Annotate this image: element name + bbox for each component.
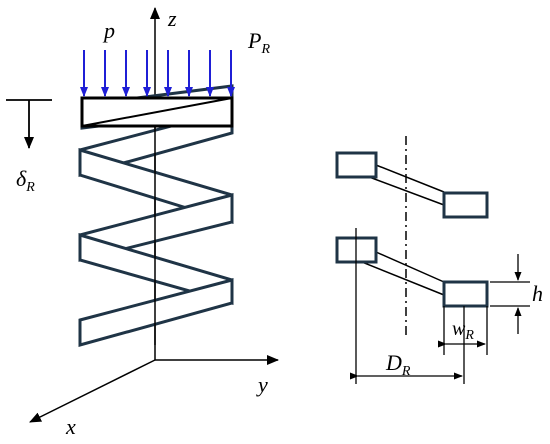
load-arrows — [80, 50, 235, 97]
label-z: z — [167, 6, 177, 31]
label-displacement: δR — [16, 166, 35, 195]
section-link-upper-b — [375, 164, 445, 193]
label-x: x — [65, 414, 76, 439]
x-axis — [29, 359, 156, 423]
section-link-lower-b — [375, 251, 445, 283]
label-diameter: DR — [385, 350, 411, 379]
wire-section-upper-right — [442, 191, 489, 219]
label-y: y — [256, 372, 268, 397]
displacement-indicator — [6, 99, 52, 149]
wire-section-upper-left — [335, 151, 378, 179]
label-width: wR — [452, 318, 474, 343]
label-load: PR — [247, 28, 270, 57]
plate-diagonal — [81, 97, 233, 127]
label-p: p — [102, 18, 115, 43]
cross-section-view — [335, 136, 530, 384]
label-h: h — [532, 281, 543, 306]
coil-segment-6 — [78, 278, 234, 347]
wire-section-lower-right — [442, 280, 489, 308]
